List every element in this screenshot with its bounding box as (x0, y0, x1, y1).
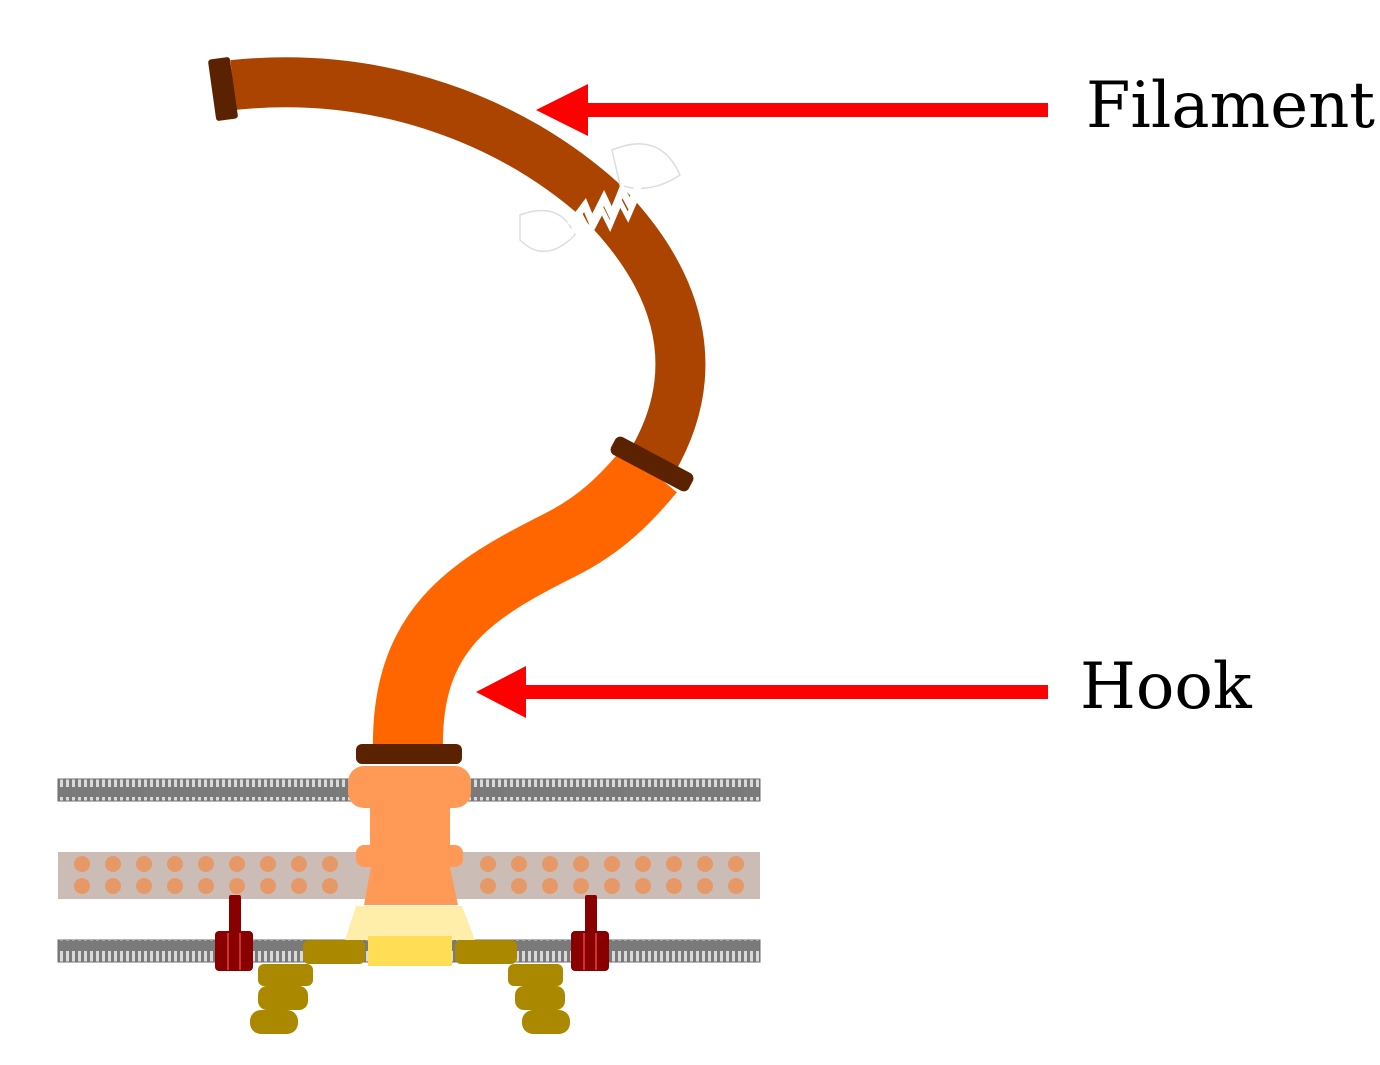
membrane-dot (480, 878, 496, 894)
membrane-dot (511, 856, 527, 872)
membrane-dot (167, 878, 183, 894)
filament (230, 57, 706, 475)
membrane-dot (229, 878, 245, 894)
hook-label: Hook (1080, 650, 1252, 724)
hook-filament-junction (610, 436, 694, 492)
membrane-dot (666, 856, 682, 872)
membrane-dot (260, 856, 276, 872)
membrane-dot (74, 878, 90, 894)
membrane-dot (136, 856, 152, 872)
membrane-dot (480, 856, 496, 872)
membrane-dot (666, 878, 682, 894)
membrane-dot (229, 856, 245, 872)
membrane-dot (74, 856, 90, 872)
membrane-dot (573, 878, 589, 894)
basal-body (345, 766, 475, 966)
stator-ring (250, 940, 570, 1034)
membrane-dot (291, 856, 307, 872)
filament-break (519, 143, 681, 253)
membrane-dot (198, 856, 214, 872)
membrane-dot (728, 878, 744, 894)
hook-arrow (476, 666, 1048, 718)
membrane-dot (573, 856, 589, 872)
hook-base-cap (356, 744, 462, 764)
membrane-dot (511, 878, 527, 894)
membrane-dot (198, 878, 214, 894)
membrane-dot (604, 878, 620, 894)
membrane-dot (136, 878, 152, 894)
mot-protein-left (215, 895, 253, 971)
membrane-dot (542, 878, 558, 894)
filament-label: Filament (1086, 69, 1375, 143)
membrane-dot (635, 856, 651, 872)
membrane-dot (105, 878, 121, 894)
membrane-dot (322, 878, 338, 894)
mot-protein-right (571, 895, 609, 971)
filament-cap (208, 57, 238, 121)
membrane-dot (167, 856, 183, 872)
membrane-dot (322, 856, 338, 872)
membrane-dot (604, 856, 620, 872)
membrane-dot (697, 856, 713, 872)
membrane-dot (105, 856, 121, 872)
membrane-dot (728, 856, 744, 872)
filament-arrow (536, 84, 1048, 136)
membrane-dot (260, 878, 276, 894)
hook (372, 447, 677, 753)
membrane-dot (542, 856, 558, 872)
membrane-dot (697, 878, 713, 894)
membrane-dot (635, 878, 651, 894)
membrane-dot (291, 878, 307, 894)
